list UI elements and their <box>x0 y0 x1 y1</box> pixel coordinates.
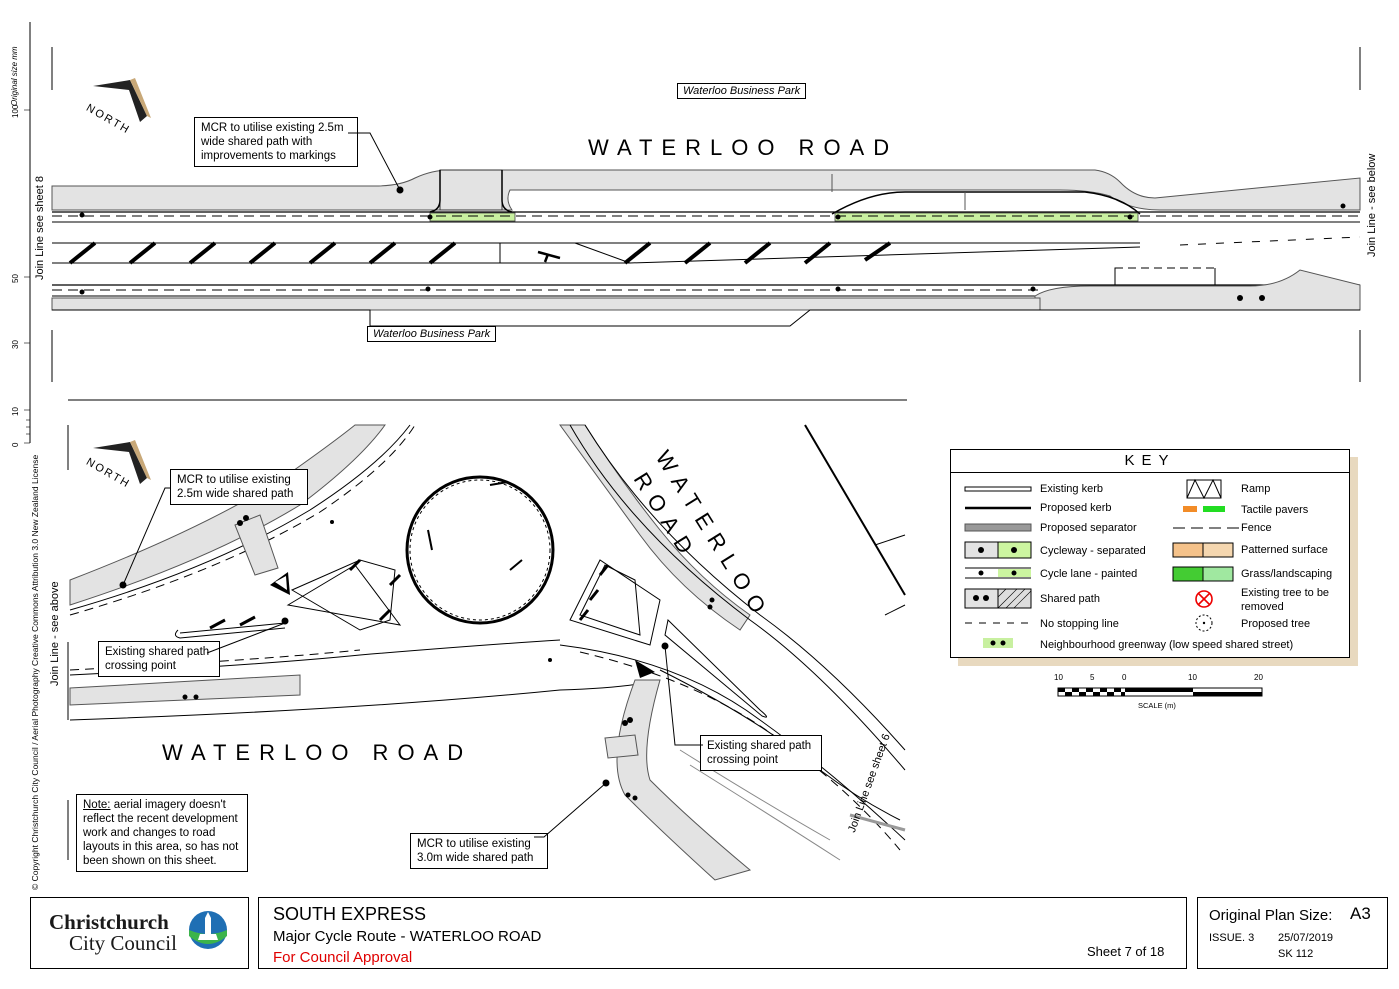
key-no-stopping-line: No stopping line <box>1040 618 1119 630</box>
issue-number: ISSUE. 3 <box>1209 932 1255 944</box>
key-patterned-surface: Patterned surface <box>1241 544 1328 556</box>
plan-size-label: Original Plan Size: <box>1209 907 1333 924</box>
project-title-block: SOUTH EXPRESS Major Cycle Route - WATERL… <box>258 897 1187 969</box>
key-grass-landscaping: Grass/landscaping <box>1241 568 1333 580</box>
project-subtitle: Major Cycle Route - WATERLOO ROAD <box>273 928 542 945</box>
callout-bottom-shared-path-2-5m: MCR to utilise existing 2.5m wide shared… <box>170 469 308 505</box>
council-logo-block: Christchurch City Council <box>30 897 249 969</box>
plan-info-block: Original Plan Size: A3 ISSUE. 3 25/07/20… <box>1197 897 1388 969</box>
legend-key: KEY Existing kerb Proposed ker <box>950 449 1350 658</box>
note-body: aerial imagery doesn't reflect the recen… <box>83 799 239 867</box>
join-line-top-left: Join Line see sheet 8 <box>34 176 46 280</box>
bottom-road-name: WATERLOO ROAD <box>162 740 473 765</box>
copyright-text: © Copyright Christchurch City Council / … <box>30 454 40 890</box>
callout-crossing-east: Existing shared path crossing point <box>700 735 822 771</box>
drawing-number: SK 112 <box>1278 948 1314 960</box>
callout-top-shared-path: MCR to utilise existing 2.5m wide shared… <box>194 117 358 167</box>
north-arrow-icon <box>93 78 151 122</box>
scale-tick-20: 20 <box>1254 673 1263 682</box>
key-cycle-lane-painted: Cycle lane - painted <box>1040 568 1138 580</box>
plan-divider <box>68 399 907 401</box>
note-aerial-imagery: Note: aerial imagery doesn't reflect the… <box>76 794 248 872</box>
top-road-name: WATERLOO ROAD <box>588 135 899 160</box>
north-arrow-icon <box>93 440 151 484</box>
callout-bottom-shared-path-3m: MCR to utilise existing 3.0m wide shared… <box>410 833 548 869</box>
key-proposed-separator: Proposed separator <box>1040 522 1137 534</box>
council-name-line1: Christchurch <box>49 910 169 934</box>
scale-tick-5: 5 <box>1090 673 1095 682</box>
key-title: KEY <box>951 450 1349 473</box>
key-fence: Fence <box>1241 522 1272 534</box>
scale-label: SCALE (m) <box>1138 701 1176 710</box>
scale-tick-10-left: 10 <box>1054 673 1063 682</box>
callout-leader-2 <box>206 617 289 654</box>
key-existing-kerb: Existing kerb <box>1040 483 1103 495</box>
council-logo-icon <box>189 911 227 949</box>
plan-size-value: A3 <box>1350 904 1371 923</box>
key-shared-path: Shared path <box>1040 593 1100 605</box>
join-line-bottom-left: Join Line - see above <box>49 581 61 686</box>
scale-bar <box>1057 687 1263 697</box>
scale-ruler <box>24 22 31 444</box>
scale-tick-10: 10 <box>1188 673 1197 682</box>
key-proposed-tree: Proposed tree <box>1241 618 1311 630</box>
callout-leader-4 <box>534 779 610 838</box>
ruler-tick-0: 0 <box>11 442 20 447</box>
callout-leader-3 <box>661 642 703 746</box>
key-neighbourhood-greenway: Neighbourhood greenway (low speed shared… <box>1040 639 1294 651</box>
key-proposed-kerb: Proposed kerb <box>1040 502 1112 514</box>
tag-waterloo-business-park-north: Waterloo Business Park <box>677 83 807 99</box>
top-plan-drawing <box>51 47 1361 382</box>
join-line-top-right: Join Line - see below <box>1366 153 1378 257</box>
project-name: SOUTH EXPRESS <box>273 904 427 924</box>
project-status: For Council Approval <box>273 949 413 966</box>
callout-leader-top <box>348 132 404 194</box>
council-name-line2: City Council <box>69 931 177 955</box>
sheet-number: Sheet 7 of 18 <box>1087 944 1165 959</box>
issue-date: 25/07/2019 <box>1278 932 1334 944</box>
ruler-tick-10: 10 <box>11 407 20 416</box>
callout-leader-1 <box>119 487 170 589</box>
tag-waterloo-business-park-south: Waterloo Business Park <box>367 326 497 342</box>
note-heading: Note: <box>83 799 111 811</box>
key-cycleway-separated: Cycleway - separated <box>1040 545 1146 557</box>
callout-crossing-west: Existing shared path crossing point <box>98 641 220 677</box>
key-tactile-pavers: Tactile pavers <box>1241 504 1309 516</box>
key-symbols <box>964 478 1241 648</box>
key-ramp: Ramp <box>1241 483 1271 495</box>
scale-tick-0: 0 <box>1122 673 1127 682</box>
key-existing-tree-removed: Existing tree to be removed <box>1241 587 1330 613</box>
